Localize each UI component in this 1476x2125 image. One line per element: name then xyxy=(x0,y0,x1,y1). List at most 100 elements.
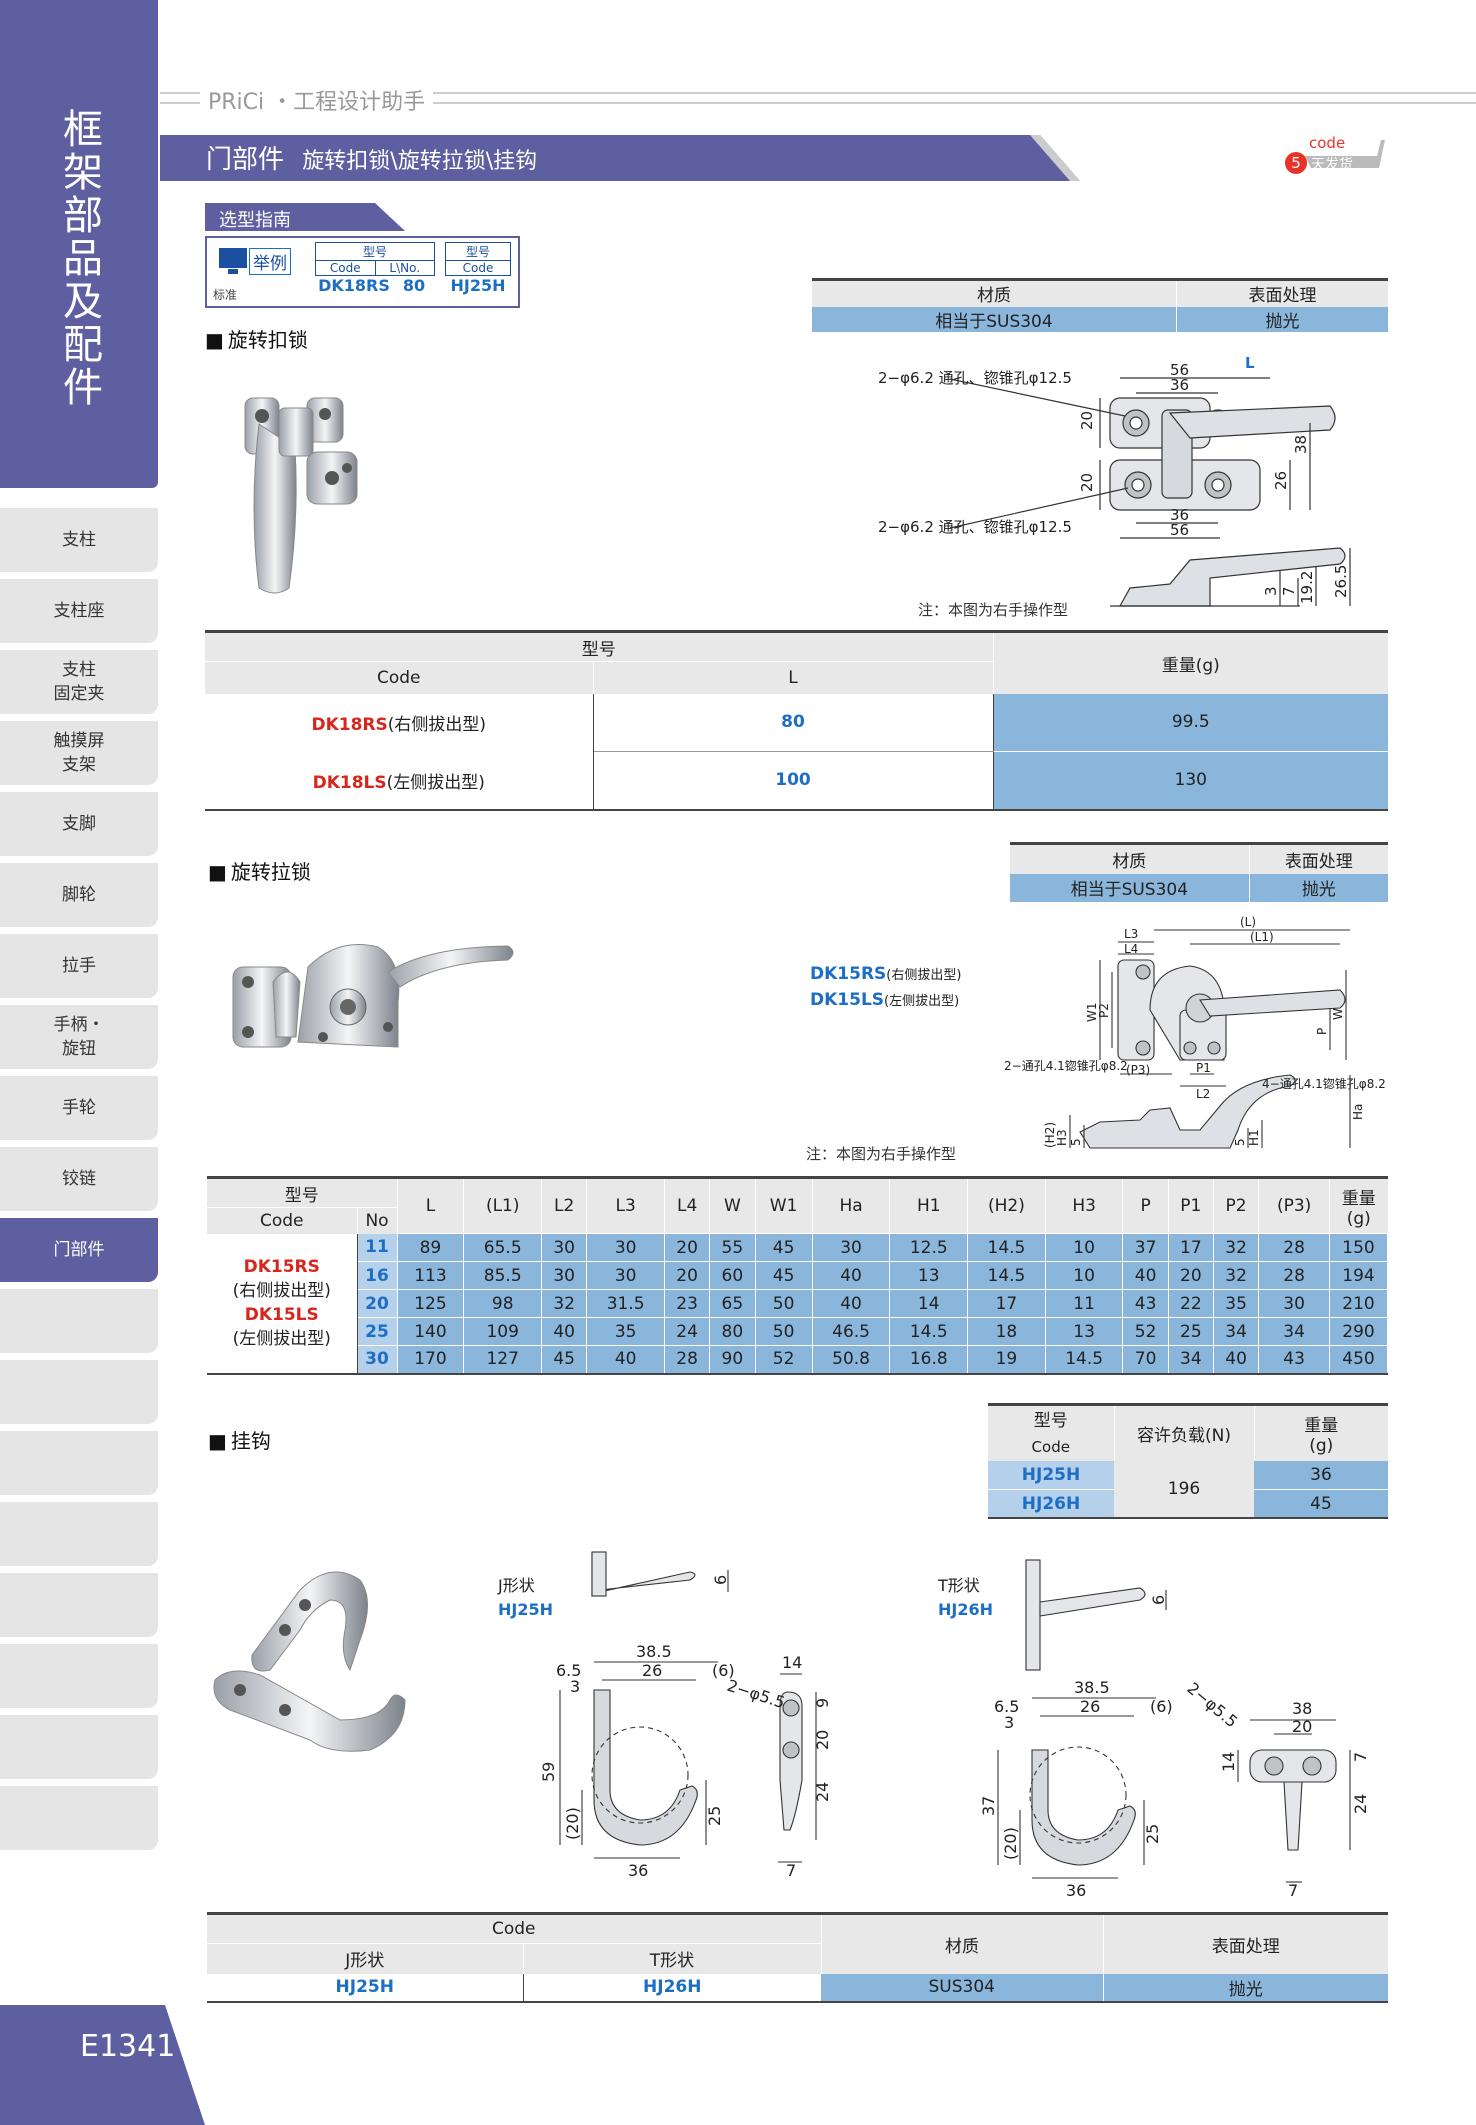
rotary-lock-drawing: 2−φ6.2 通孔、锪锥孔φ12.5 2−φ6.2 通孔、锪锥孔φ12.5 L … xyxy=(878,354,1351,607)
pull-cell: 109 xyxy=(463,1317,543,1346)
sidebar-item-9[interactable]: 铰链 xyxy=(0,1147,158,1211)
pull-cell: 14.5 xyxy=(967,1261,1046,1290)
sidebar-item-16[interactable] xyxy=(0,1644,158,1708)
sidebar-item-4[interactable]: 支脚 xyxy=(0,792,158,856)
pull-cell: 50 xyxy=(754,1289,813,1318)
pull-cell: 125 xyxy=(396,1289,465,1318)
pull-cell: 43 xyxy=(1122,1289,1169,1318)
pull-cell: 40 xyxy=(1212,1345,1260,1374)
pull-cell: 90 xyxy=(709,1345,756,1374)
sidebar-item-8[interactable]: 手轮 xyxy=(0,1076,158,1140)
lock-dim-26: 26 xyxy=(1272,471,1290,490)
hook-code-header: Code xyxy=(1031,1437,1070,1456)
pull-col-header-2: L2 xyxy=(541,1177,588,1234)
pull-col-header-14: (P3) xyxy=(1258,1177,1330,1234)
pull-surface-value: 抛光 xyxy=(1301,880,1336,901)
t-dim-p20: (20) xyxy=(1001,1827,1020,1860)
hook-code-25: HJ25H xyxy=(988,1461,1114,1491)
pull-cell: 40 xyxy=(586,1345,665,1374)
pull-cell: 20 xyxy=(663,1233,711,1262)
sidebar-title: 框架部品及配件 xyxy=(56,108,102,409)
pull-dim-H2: (H2) xyxy=(1043,1122,1057,1148)
pull-code-ls-note: (左侧拔出型) xyxy=(884,994,960,1009)
t-dim-p6: (6) xyxy=(1150,1697,1173,1716)
sidebar-item-7[interactable]: 手柄・ 旋钮 xyxy=(0,1005,158,1069)
lock-weight-2: 130 xyxy=(993,751,1388,810)
days-badge: 5 xyxy=(1285,152,1307,174)
pull-cell: 30 xyxy=(1258,1289,1330,1318)
pull-cell: 46.5 xyxy=(811,1317,891,1346)
guide-code-value-2: HJ25H xyxy=(450,276,506,295)
sidebar-item-17[interactable] xyxy=(0,1715,158,1779)
j-dim-3: 3 xyxy=(570,1677,580,1696)
pull-cell: 40 xyxy=(811,1289,891,1318)
sidebar-item-15[interactable] xyxy=(0,1573,158,1637)
pull-cell: 50 xyxy=(754,1317,813,1346)
pull-col-header-11: P xyxy=(1122,1177,1169,1234)
j-dim-20: 20 xyxy=(813,1730,832,1750)
j-dim-24: 24 xyxy=(813,1782,832,1802)
pull-cell: 23 xyxy=(663,1289,711,1318)
pull-cell: 34 xyxy=(1258,1317,1330,1346)
sidebar-header xyxy=(0,0,158,488)
pull-cell: 45 xyxy=(754,1261,813,1290)
hook-bottom-t-code: HJ26H xyxy=(643,1977,702,1997)
sidebar-item-5[interactable]: 脚轮 xyxy=(0,863,158,927)
hook-weight-25: 36 xyxy=(1254,1461,1388,1491)
t-dim-6: 6 xyxy=(1149,1595,1168,1605)
hook-model-header: 型号 xyxy=(1033,1410,1068,1431)
j-dim-36: 36 xyxy=(628,1861,648,1880)
pull-cell: 30 xyxy=(586,1233,665,1262)
sidebar-item-2[interactable]: 支柱 固定夹 xyxy=(0,650,158,714)
j-dim-p20: (20) xyxy=(563,1807,582,1840)
t-shape-code: HJ26H xyxy=(938,1600,993,1619)
pull-cell: 20 xyxy=(1167,1261,1214,1290)
sidebar-item-3[interactable]: 触摸屏 支架 xyxy=(0,721,158,785)
j-dim-9: 9 xyxy=(813,1698,832,1708)
pull-cell: 18 xyxy=(967,1317,1046,1346)
sidebar-item-18[interactable] xyxy=(0,1786,158,1850)
t-dim-14: 14 xyxy=(1219,1752,1238,1772)
pull-cell: 55 xyxy=(709,1233,756,1262)
t-dim-7a: 7 xyxy=(1351,1752,1370,1762)
pull-cell: 140 xyxy=(396,1317,465,1346)
pull-dim-Ha: Ha xyxy=(1351,1104,1365,1120)
sidebar-item-11[interactable] xyxy=(0,1289,158,1353)
sidebar-item-13[interactable] xyxy=(0,1431,158,1495)
sidebar-item-10[interactable]: 门部件 xyxy=(0,1218,158,1282)
pull-cell: 127 xyxy=(463,1345,543,1374)
hook-bottom-surface: 抛光 xyxy=(1103,1973,1388,2002)
pull-lock-drawing: L3 L4 (L) (L1) W1 P2 P W 2−通孔4.1锪锥孔φ8.2 … xyxy=(1004,915,1386,1149)
sidebar-item-14[interactable] xyxy=(0,1502,158,1566)
t-holes: 2−φ5.5 xyxy=(1183,1679,1241,1732)
sidebar-item-1[interactable]: 支柱座 xyxy=(0,579,158,643)
pull-cell: 30 xyxy=(541,1233,588,1262)
pull-cell: 52 xyxy=(754,1345,813,1374)
sidebar-item-0[interactable]: 支柱 xyxy=(0,508,158,572)
pull-code-rs-note: (右侧拔出型) xyxy=(886,968,962,983)
lock-L-100: 100 xyxy=(593,751,994,810)
pull-cell: 32 xyxy=(541,1289,588,1318)
pull-cell: 11 xyxy=(1044,1289,1124,1318)
pull-cell: 30 xyxy=(541,1261,588,1290)
hook-load-header: 容许负载(N) xyxy=(1114,1404,1255,1462)
pull-cell: 50.8 xyxy=(811,1345,891,1374)
pull-model-header: 型号 xyxy=(207,1177,398,1208)
hook-bottom-j-header: J形状 xyxy=(207,1943,524,1974)
sidebar-item-12[interactable] xyxy=(0,1360,158,1424)
lock-code-ls-note: (左侧拔出型) xyxy=(386,772,485,793)
sidebar-item-6[interactable]: 拉手 xyxy=(0,934,158,998)
table-row: HJ25H 196 36 xyxy=(988,1461,1388,1518)
j-dim-p6: (6) xyxy=(712,1661,735,1680)
lock-L-header: L xyxy=(788,667,798,688)
lock-dim-20a: 20 xyxy=(1078,411,1096,430)
pull-code-3: (左侧拔出型) xyxy=(232,1329,331,1349)
pull-cell: 22 xyxy=(1167,1289,1214,1318)
lock-dim-36a: 36 xyxy=(1170,376,1189,394)
guide-model-header: 型号 xyxy=(315,242,435,260)
pull-dim-P3: (P3) xyxy=(1126,1063,1150,1077)
pull-cell: 17 xyxy=(967,1289,1046,1318)
hook-weight-26: 45 xyxy=(1254,1489,1388,1518)
